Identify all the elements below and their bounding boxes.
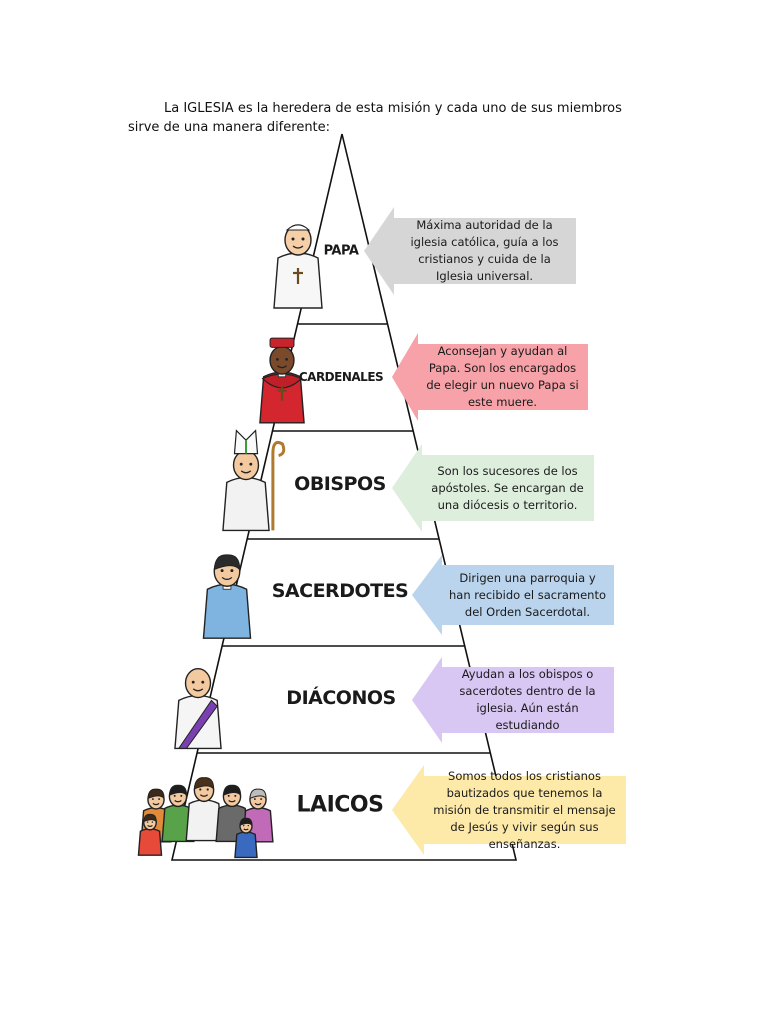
figures-layer [137, 224, 323, 859]
bishop-icon [222, 429, 286, 532]
arrow-head [412, 555, 442, 635]
description-arrow: Máxima autoridad de la iglesia católica,… [364, 207, 576, 295]
level-label: OBISPOS [294, 473, 386, 495]
level-label: DIÁCONOS [286, 687, 396, 709]
deacon-icon [174, 668, 222, 750]
pope-icon [273, 224, 323, 309]
level-label: LAICOS [296, 792, 384, 818]
intro-text-content: La IGLESIA es la heredera de esta misión… [128, 101, 622, 135]
description-text: Ayudan a los obispos o sacerdotes dentro… [441, 667, 614, 733]
arrow-head [392, 333, 418, 421]
priest-icon [202, 554, 252, 639]
level-label: SACERDOTES [271, 580, 409, 602]
laity-group-icon [137, 777, 274, 859]
intro-text: La IGLESIA es la heredera de esta misión… [128, 99, 628, 137]
arrow-head [412, 657, 442, 743]
description-text: Somos todos los cristianos bautizados qu… [423, 769, 626, 851]
level-label: PAPA [323, 243, 359, 259]
description-arrow: Somos todos los cristianos bautizados qu… [392, 765, 626, 855]
level-label: CARDENALES [298, 370, 384, 384]
description-text: Aconsejan y ayudan al Papa. Son los enca… [417, 344, 588, 410]
description-arrow: Dirigen una parroquia y han recibido el … [412, 555, 614, 635]
description-text: Máxima autoridad de la iglesia católica,… [393, 218, 576, 284]
arrow-head [392, 444, 422, 532]
description-text: Dirigen una parroquia y han recibido el … [441, 565, 614, 625]
description-arrow: Aconsejan y ayudan al Papa. Son los enca… [392, 333, 588, 421]
cardinal-icon [259, 337, 305, 424]
description-arrow: Ayudan a los obispos o sacerdotes dentro… [412, 657, 614, 743]
arrow-head [392, 765, 424, 855]
description-text: Son los sucesores de los apóstoles. Se e… [421, 455, 594, 521]
description-arrow: Son los sucesores de los apóstoles. Se e… [392, 444, 594, 532]
arrow-head [364, 207, 394, 295]
